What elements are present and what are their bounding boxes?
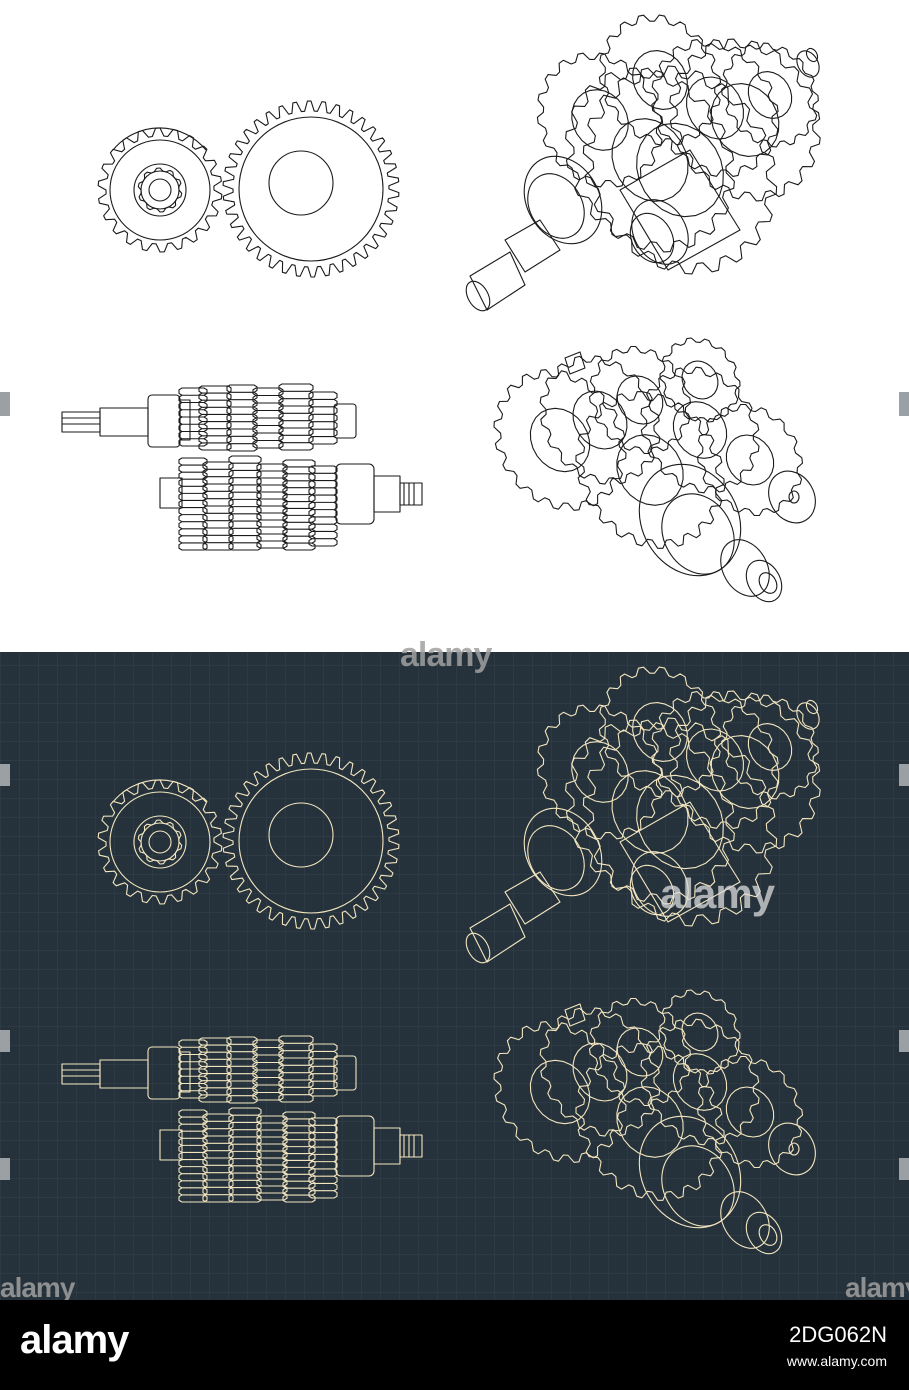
technical-drawings bbox=[0, 14, 909, 1300]
watermark-bottom-right: alamy bbox=[845, 1272, 909, 1303]
gearbox-side-drawing bbox=[61, 383, 423, 551]
watermark-top: alamy bbox=[400, 636, 492, 674]
image-id: 2DG062N bbox=[789, 1322, 887, 1347]
gearbox-iso-drawing-1 bbox=[460, 14, 825, 316]
alamy-logo: alamy bbox=[20, 1318, 129, 1362]
blueprint-grid bbox=[0, 652, 909, 1300]
watermark-bottom-left: alamy bbox=[0, 1272, 75, 1303]
line-drawings-dark bbox=[61, 14, 826, 609]
watermark-edges bbox=[0, 392, 909, 1180]
gearbox-iso-drawing-2 bbox=[493, 337, 826, 609]
white-drawing-panel bbox=[0, 0, 909, 652]
footer-url: www.alamy.com bbox=[786, 1353, 887, 1369]
gear-pair-drawing bbox=[97, 100, 400, 278]
watermark-center: alamy bbox=[660, 870, 775, 917]
footer-bar: alamy 2DG062N www.alamy.com bbox=[0, 1300, 909, 1390]
image-id-block: 2DG062N www.alamy.com bbox=[787, 1322, 887, 1374]
